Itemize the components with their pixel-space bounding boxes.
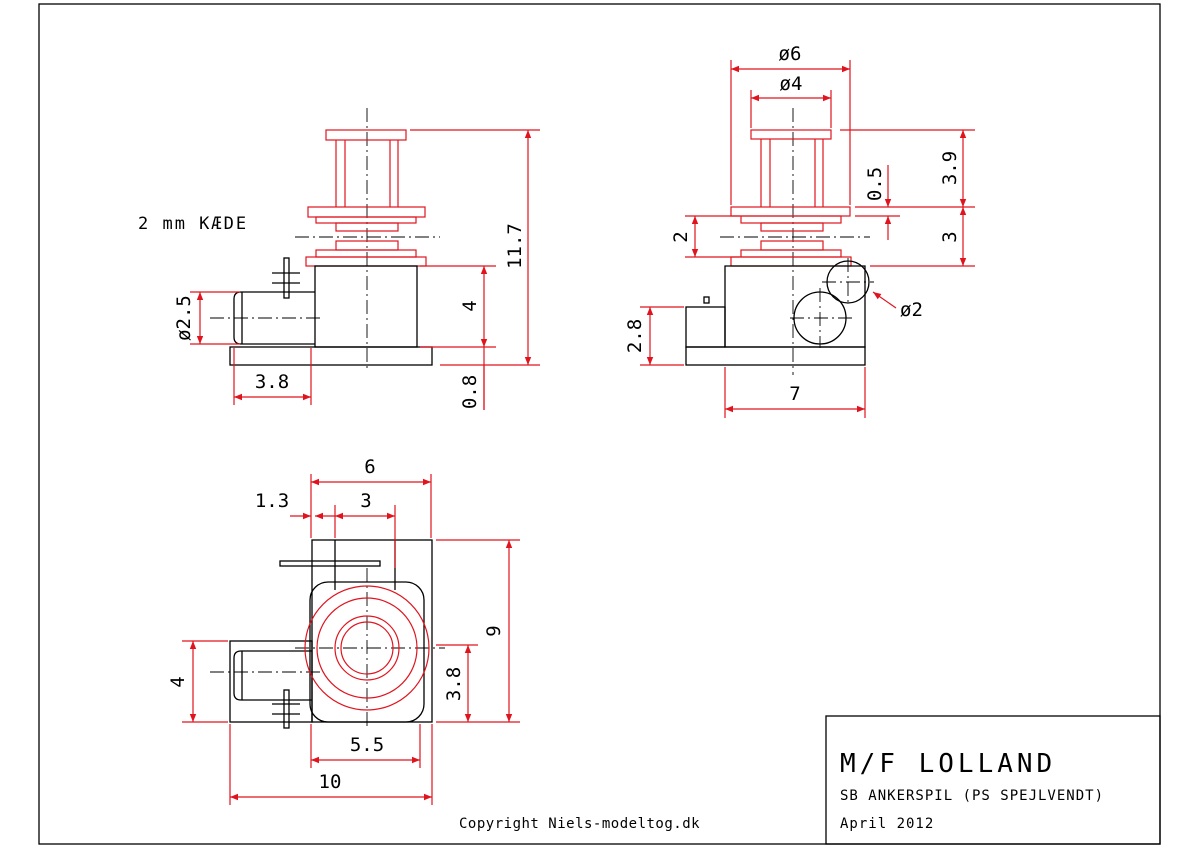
dim-7: 7 bbox=[789, 383, 800, 405]
dim-0-5: 0.5 bbox=[864, 167, 886, 201]
dim-4-top: 4 bbox=[167, 676, 189, 687]
dim-d2: ø2 bbox=[900, 299, 923, 321]
top-view bbox=[210, 539, 445, 730]
title-block: M/F LOLLAND SB ANKERSPIL (PS SPEJLVENDT)… bbox=[825, 715, 1161, 845]
dim-3-front: 3 bbox=[939, 231, 961, 242]
title-block-subtitle: SB ANKERSPIL (PS SPEJLVENDT) bbox=[840, 788, 1104, 804]
dim-2: 2 bbox=[670, 231, 692, 242]
dim-3-8-side: 3.8 bbox=[255, 371, 289, 393]
dim-3-9: 3.9 bbox=[939, 151, 961, 185]
dim-11-7: 11.7 bbox=[504, 223, 526, 269]
dim-2-8: 2.8 bbox=[624, 319, 646, 353]
side-view-dimensions: 11.7 4 0.8 ø2.5 3.8 bbox=[173, 129, 540, 410]
dim-1-3: 1.3 bbox=[255, 490, 289, 512]
dim-d6: ø6 bbox=[779, 43, 802, 65]
title-block-date: April 2012 bbox=[840, 816, 934, 832]
dim-3-8-top: 3.8 bbox=[443, 667, 465, 701]
dim-10: 10 bbox=[319, 771, 342, 793]
drawing-frame bbox=[38, 3, 1161, 845]
dim-4-side: 4 bbox=[459, 300, 481, 311]
dim-0-8: 0.8 bbox=[459, 375, 481, 409]
dim-d2-5: ø2.5 bbox=[173, 295, 195, 341]
front-view bbox=[685, 108, 874, 375]
side-view: 2 mm KÆDE bbox=[138, 108, 440, 372]
dim-9: 9 bbox=[483, 625, 505, 636]
dim-d4: ø4 bbox=[780, 73, 803, 95]
dim-3-top: 3 bbox=[360, 490, 371, 512]
dim-5-5: 5.5 bbox=[350, 734, 384, 756]
top-view-dimensions: 6 3 1.3 9 3.8 4 5.5 10 bbox=[167, 456, 520, 805]
dim-6: 6 bbox=[364, 456, 375, 478]
title-block-title: M/F LOLLAND bbox=[840, 749, 1056, 779]
chain-note: 2 mm KÆDE bbox=[138, 214, 248, 234]
copyright-text: Copyright Niels-modeltog.dk bbox=[459, 816, 700, 832]
front-view-dimensions: ø6 ø4 3.9 3 0.5 2 2.8 7 bbox=[624, 43, 975, 418]
